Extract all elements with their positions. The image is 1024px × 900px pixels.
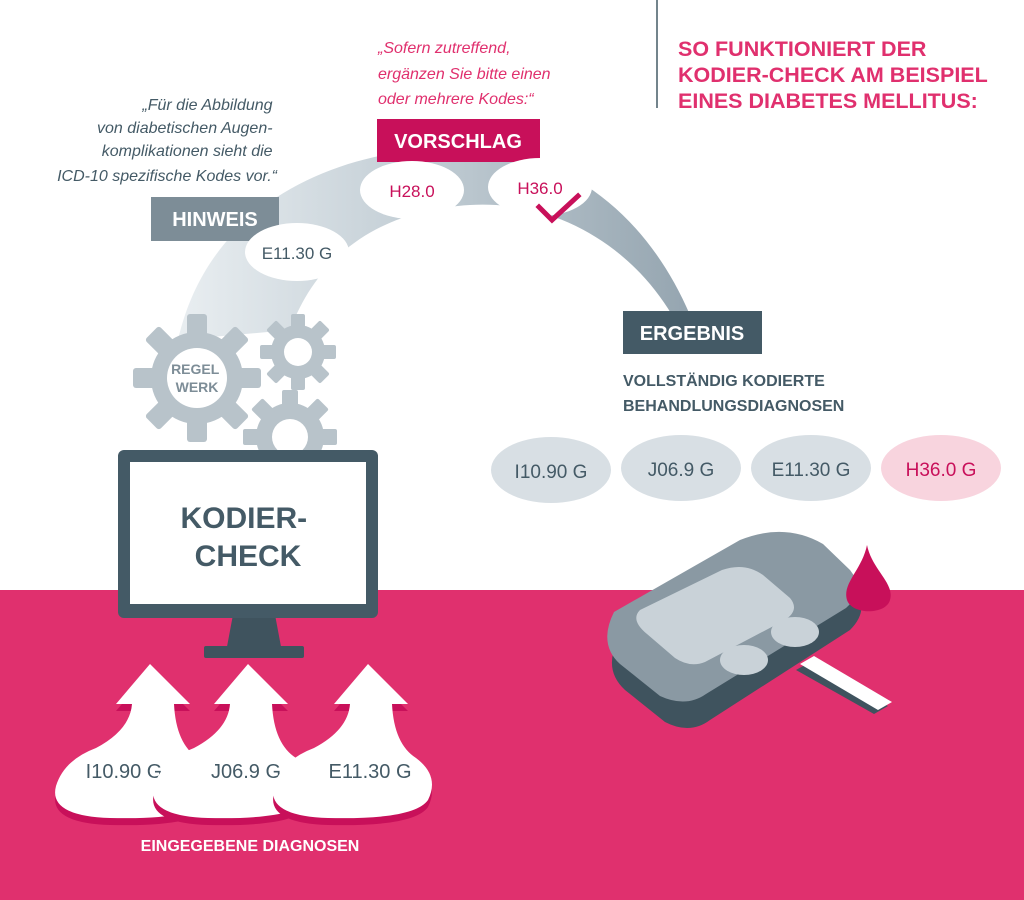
monitor-label: KODIER- CHECK — [180, 502, 315, 573]
ergebnis-code-pill-1: I10.90 G — [491, 437, 611, 503]
svg-text:E11.30 G: E11.30 G — [772, 460, 851, 481]
title-line-1: SO FUNKTIONIERT DER — [678, 37, 927, 61]
input-drop-2: J06.9 G — [153, 664, 312, 826]
input-drop-3: E11.30 G — [273, 664, 432, 826]
ergebnis-code-pill-2: J06.9 G — [621, 435, 741, 501]
svg-text:E11.30 G: E11.30 G — [328, 761, 411, 783]
svg-text:VORSCHLAG: VORSCHLAG — [394, 131, 522, 153]
svg-text:H36.0: H36.0 — [517, 179, 562, 198]
svg-text:HINWEIS: HINWEIS — [172, 209, 258, 231]
svg-text:H28.0: H28.0 — [389, 182, 434, 201]
glucose-meter-icon — [607, 531, 892, 729]
ergebnis-subtitle: VOLLSTÄNDIG KODIERTE BEHANDLUNGSDIAGNOSE… — [623, 372, 844, 415]
hinweis-code-pill: E11.30 G — [245, 223, 349, 281]
large-gear-icon — [133, 314, 261, 442]
ergebnis-label: ERGEBNIS — [623, 311, 762, 354]
blood-drop-icon — [846, 545, 891, 612]
vorschlag-code-pill-1: H28.0 — [360, 161, 464, 219]
svg-text:J06.9 G: J06.9 G — [648, 460, 715, 481]
svg-text:H36.0 G: H36.0 G — [906, 460, 977, 481]
checkmark-icon — [535, 192, 582, 224]
ergebnis-code-pill-3: E11.30 G — [751, 435, 871, 501]
vorschlag-code-pill-2: H36.0 — [488, 158, 592, 216]
eingegebene-diagnosen-label: EINGEGEBENE DIAGNOSEN — [141, 838, 360, 855]
regelwerk-label: REGEL WERK — [171, 361, 223, 395]
title-line-2: KODIER-CHECK AM BEISPIEL — [678, 63, 988, 87]
title-line-3: EINES DIABETES MELLITUS: — [678, 89, 978, 113]
monitor-icon — [118, 450, 378, 658]
svg-text:E11.30 G: E11.30 G — [262, 244, 333, 263]
hinweis-quote: „Für die Abbildung von diabetischen Auge… — [57, 97, 279, 185]
svg-text:ERGEBNIS: ERGEBNIS — [640, 323, 744, 345]
vorschlag-label: VORSCHLAG — [377, 119, 540, 162]
vorschlag-quote: „Sofern zutreffend, ergänzen Sie bitte e… — [377, 40, 555, 108]
svg-text:J06.9 G: J06.9 G — [211, 761, 281, 783]
small-gear-icon — [260, 314, 336, 390]
page-title: SO FUNKTIONIERT DER KODIER-CHECK AM BEIS… — [678, 37, 993, 113]
svg-text:I10.90 G: I10.90 G — [515, 462, 588, 483]
ergebnis-code-pill-4: H36.0 G — [881, 435, 1001, 501]
svg-text:I10.90 G: I10.90 G — [86, 761, 163, 783]
